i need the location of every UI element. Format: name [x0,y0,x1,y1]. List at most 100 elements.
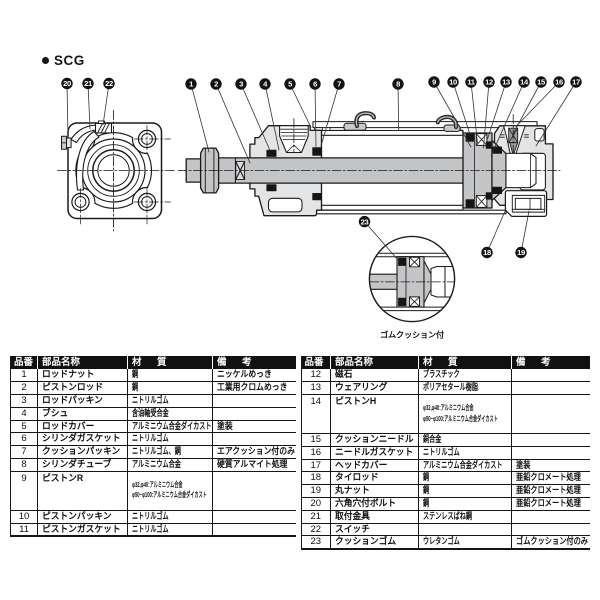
cell-part-name: ピストンパッキン [37,510,128,524]
cell-part-name: 磁石 [330,369,419,383]
svg-text:6: 6 [313,80,317,89]
svg-text:1: 1 [189,80,194,89]
svg-text:12: 12 [485,78,493,87]
table-header: 品番部品名称材 質備 考 [301,355,590,370]
cell-remark [511,523,590,537]
cell-remark [212,407,296,421]
svg-text:9: 9 [432,78,436,87]
svg-text:10: 10 [449,78,457,87]
callout-5: 5 [284,78,312,128]
side-section-view [177,111,561,217]
cell-part-no: 11 [10,523,38,537]
cell-part-no: 21 [301,510,331,524]
scg-bullet-icon [42,57,49,64]
cell-remark: エアクッション付のみ [212,445,296,460]
cell-part-no: 17 [301,459,331,473]
callout-13: 13 [487,76,512,140]
callout-11: 11 [465,76,478,144]
cell-remark: 硬質アルマイト処理 [212,458,296,472]
cell-part-no: 19 [301,484,331,499]
cell-part-no: 2 [10,381,38,396]
svg-text:16: 16 [555,78,563,87]
cell-remark: ニッケルめっき [212,369,296,383]
svg-text:8: 8 [396,80,400,89]
cell-material: ステンレスばね鋼 [418,510,512,524]
svg-text:23: 23 [361,217,369,226]
cell-remark [511,510,590,524]
cell-part-no: 12 [301,369,331,383]
series-name: SCG [54,53,85,68]
callout-15: 15 [512,76,547,136]
cell-material: アルミニウム合金 [127,458,213,472]
cell-part-name: ロッドナット [37,369,128,383]
callout-3: 3 [235,78,271,151]
callout-14: 14 [490,76,530,157]
cell-part-no: 5 [10,420,38,434]
cell-part-name: シリンダガスケット [37,432,128,447]
callout-4: 4 [259,78,280,151]
cell-part-no: 20 [301,497,331,511]
cell-part-name: ピストンH [330,394,419,435]
cell-material: 鋼 [418,471,512,486]
cell-part-no: 9 [10,471,38,511]
svg-text:19: 19 [517,248,525,257]
cell-material: アルミニウム合金ダイカスト [127,420,213,434]
callout-20: 20 [61,77,73,139]
cell-remark [511,446,590,460]
detail-view: ゴムクッション付 [368,235,456,340]
svg-text:21: 21 [84,79,93,88]
cell-part-no: 10 [10,510,38,524]
table-header: 品番部品名称材 質備 考 [10,355,296,370]
cell-material: ウレタンゴム [418,535,512,550]
cell-part-name: 丸ナット [330,484,419,499]
front-centerlines [57,110,177,232]
cell-remark: ゴムクッション付のみ [511,535,590,550]
cell-part-name: ロッドカバー [37,420,128,434]
cell-part-name: 六角穴付ボルト [330,497,419,511]
svg-text:4: 4 [263,80,268,89]
svg-text:13: 13 [502,78,510,87]
cell-material: ニトリルゴム [127,523,213,537]
switch-bracket-box [504,190,548,217]
cell-remark [212,471,296,511]
callout-17: 17 [535,76,582,147]
tie-rod-bottom [312,209,507,215]
cell-remark [212,523,296,537]
cell-part-name: 取付金具 [330,510,419,524]
callout-19: 19 [515,210,530,259]
callout-16: 16 [515,76,565,127]
cell-material: ポリアセタール樹脂 [418,381,512,396]
cell-remark [212,510,296,524]
cell-part-no: 4 [10,407,38,421]
cell-material: ニトリルゴム、鋼 [127,445,213,460]
cell-remark [511,369,590,383]
col-header: 材 質 [418,355,512,370]
cell-remark: 亜鉛クロメート処理 [511,497,590,511]
series-label: SCG [42,53,85,68]
cell-part-no: 13 [301,381,331,396]
cell-material [418,523,512,537]
callout-12: 12 [483,76,495,149]
col-header: 部品名称 [37,355,128,370]
svg-text:2: 2 [214,80,218,89]
col-header: 備 考 [511,355,590,370]
cell-remark [511,381,590,396]
cell-material: ニトリルゴム [127,432,213,447]
